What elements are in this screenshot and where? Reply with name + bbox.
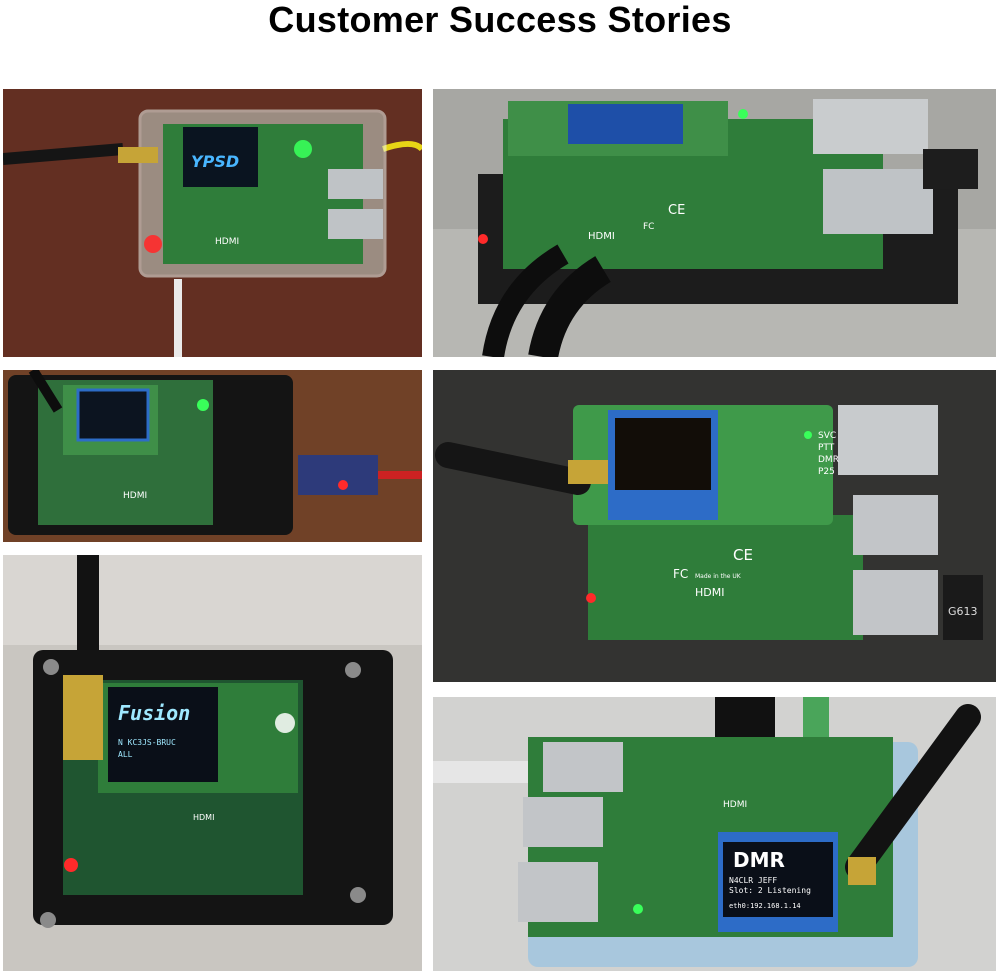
page-title: Customer Success Stories [268,0,732,40]
label-ptt: PTT [818,443,835,453]
oled-screen-text: YPSD [191,152,239,171]
oled-line-2: ALL [118,750,133,759]
oled-screen-text: Fusion [118,701,190,725]
led-red [338,480,348,490]
led-green [197,399,209,411]
led-green [738,109,748,119]
led-red [586,593,596,603]
oled-line-1: N KC3JS-BRUC [118,738,176,747]
oled-line-3: eth0:192.168.1.14 [729,902,801,910]
board-mark-hdmi: HDMI [723,800,747,810]
board-mark-made-in-uk: Made in the UK [695,573,742,580]
led-white [275,713,295,733]
board-mark-hdmi: HDMI [193,813,214,822]
led-green [633,904,643,914]
photo-bare-board-antenna: G613 SVC PTT DMR P25 HDMI CE FC Made in … [433,370,996,682]
led-red [64,858,78,872]
oled-screen-text: DMR [733,848,785,872]
board-mark-fc: FC [643,222,654,232]
photo-black-case-board: HDMI CE FC [433,89,996,357]
dongle-label: G613 [948,605,978,618]
led-green [804,431,812,439]
photo-dmr-display: DMR N4CLR JEFF Slot: 2 Listening eth0:19… [433,697,996,971]
led-red [144,235,162,253]
board-mark-hdmi: HDMI [588,231,615,242]
photo-fusion-display: Fusion N KC3JS-BRUC ALL HDMI [3,555,422,971]
board-mark-fc: FC [673,567,688,581]
oled-line-1: N4CLR JEFF [729,876,777,885]
photo-black-case-usb-adapter: HDMI [3,370,422,542]
led-green [294,140,312,158]
board-mark-ce: CE [668,203,685,218]
label-dmr: DMR [818,455,839,465]
board-mark-ce: CE [733,546,753,564]
photo-clear-case-hotspot: YPSD HDMI [3,89,422,357]
label-svc: SVC [818,431,836,441]
board-mark-hdmi: HDMI [215,237,239,247]
board-mark-hdmi: HDMI [123,491,147,501]
oled-line-2: Slot: 2 Listening [729,886,811,895]
led-red [478,234,488,244]
board-mark-hdmi: HDMI [695,586,724,599]
label-p25: P25 [818,467,835,477]
